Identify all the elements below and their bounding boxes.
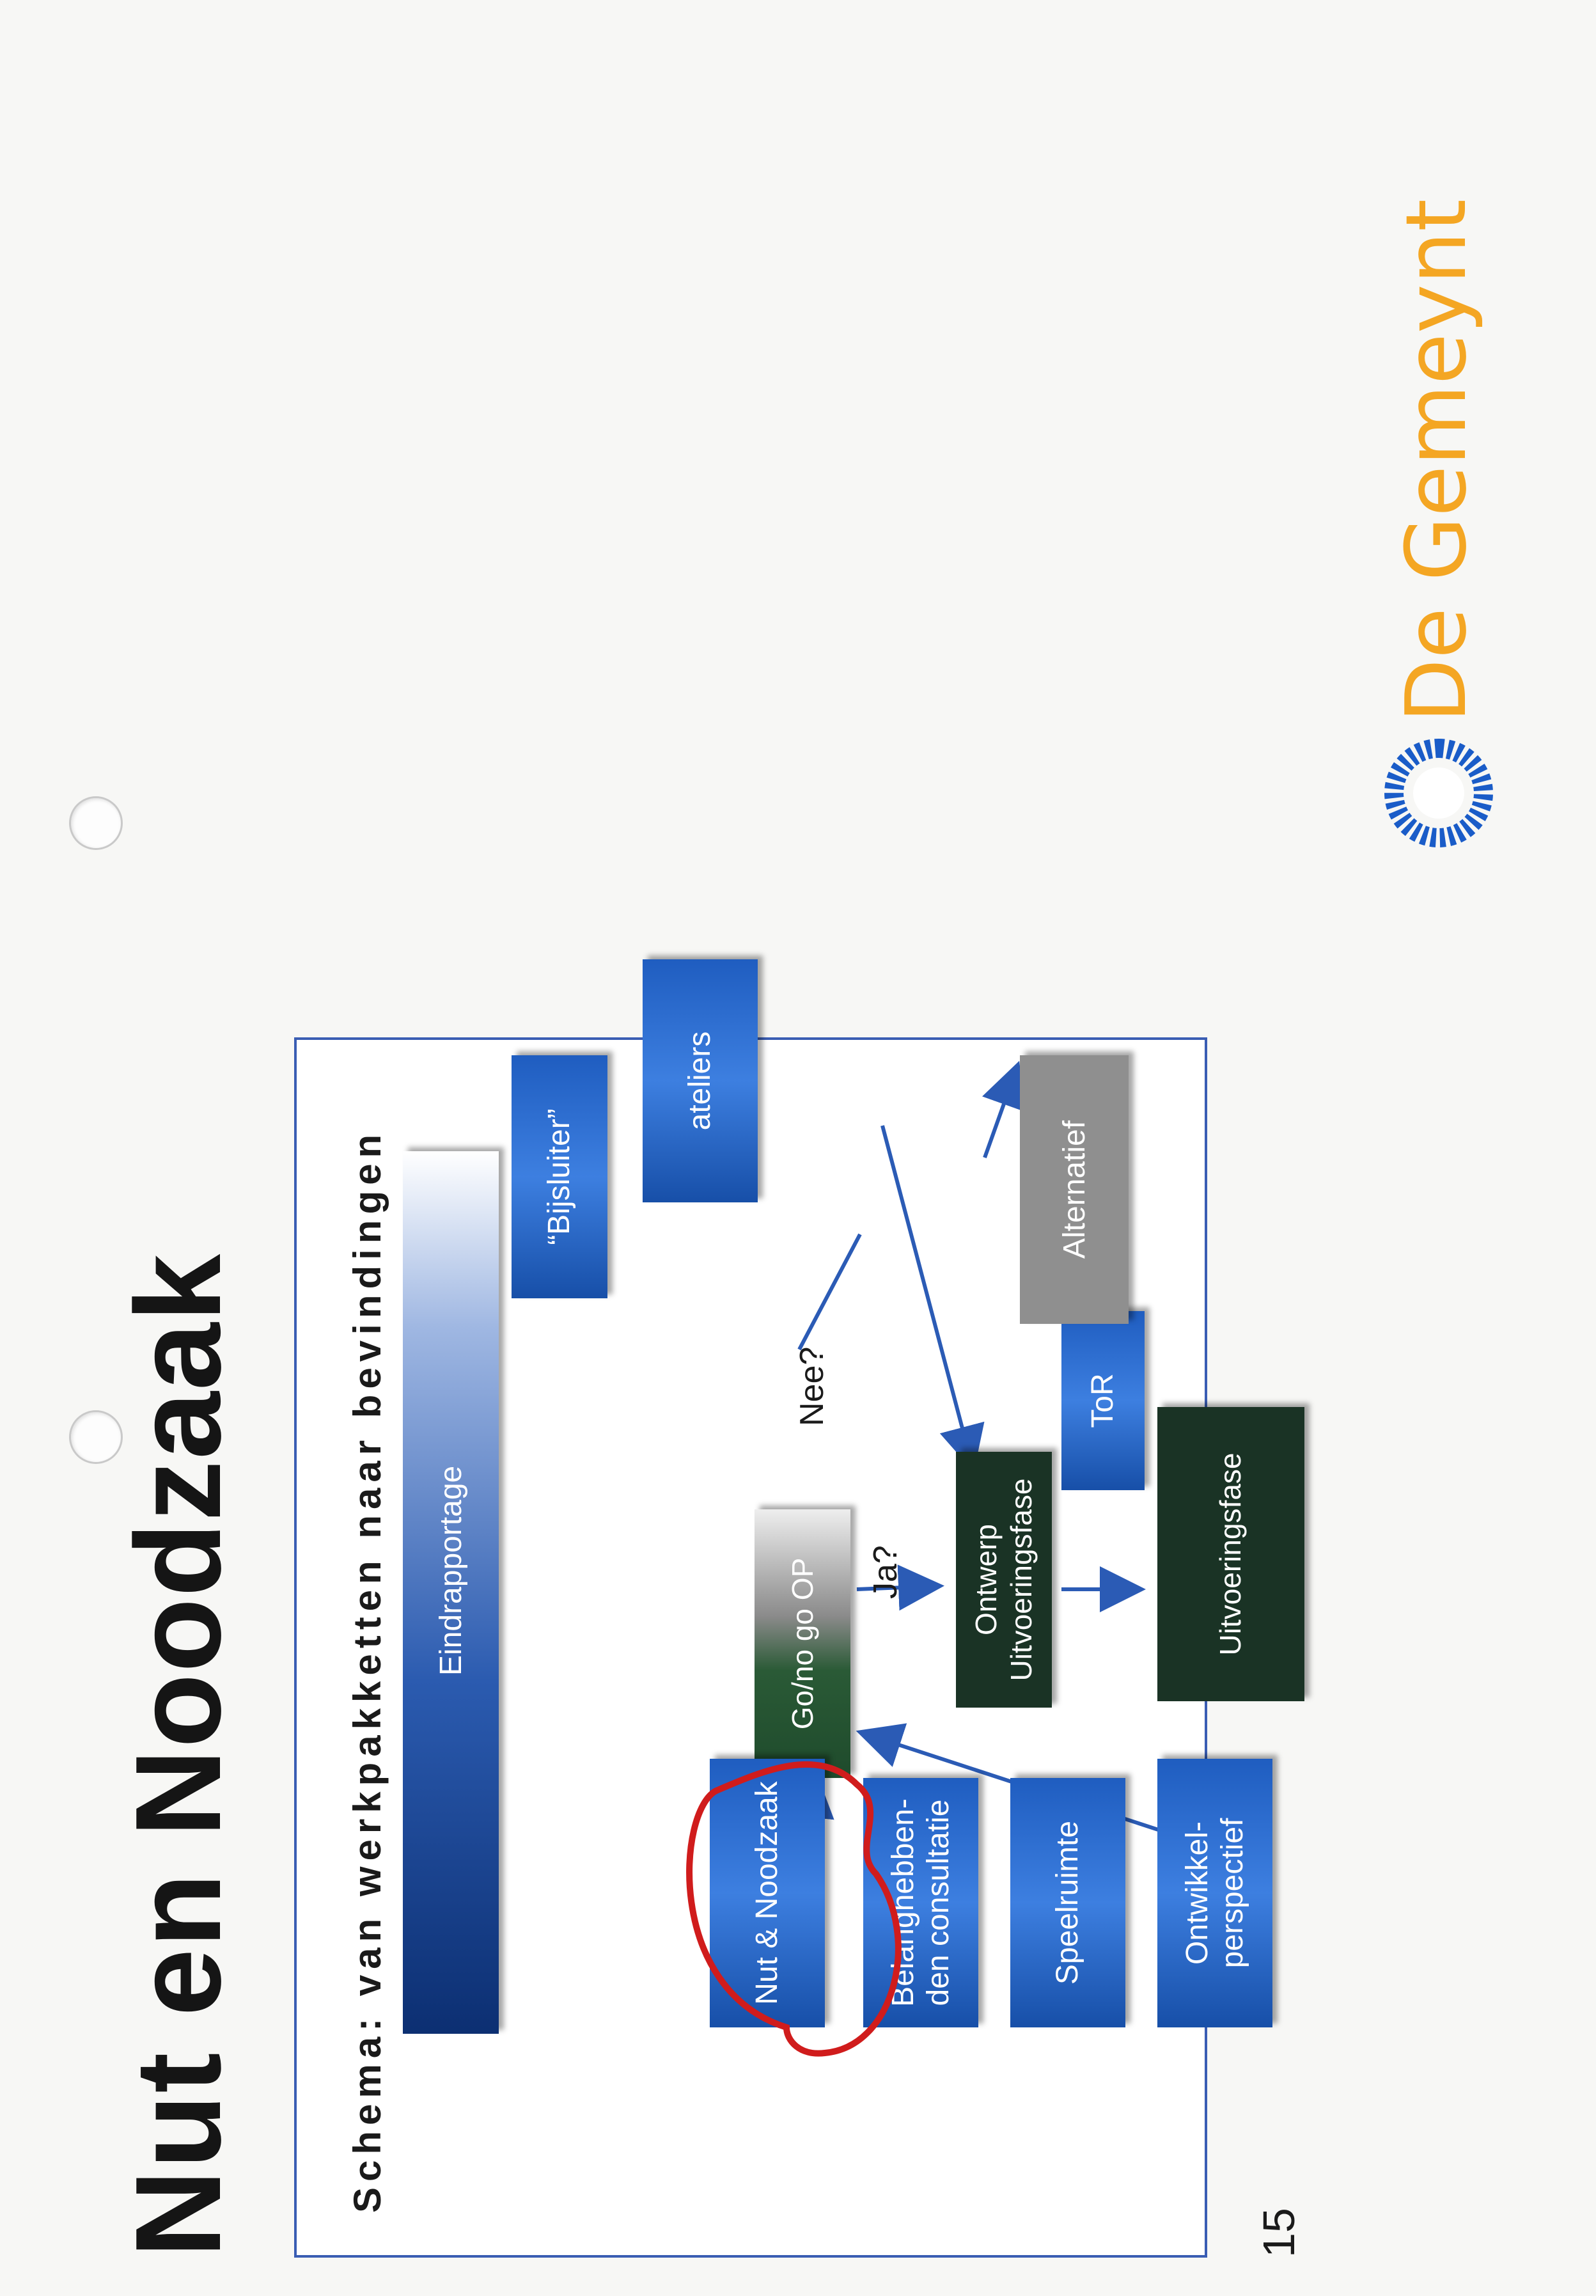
punch-hole-top — [69, 796, 123, 850]
logo-text: De Gemeynt — [1388, 198, 1485, 723]
line-nee — [797, 1233, 862, 1351]
red-annotation-circle — [686, 1761, 902, 2057]
arrow-ja — [856, 1564, 944, 1611]
arrow-ateliers-to-ontwerp — [880, 1125, 985, 1472]
punch-hole-bottom — [69, 1410, 123, 1464]
logo-mark-icon — [1384, 739, 1493, 847]
slide: Nut en Noodzaak Schema: van werkpakkette… — [90, 109, 1596, 2296]
page-number: 15 — [1254, 2208, 1304, 2258]
arrow-to-alternatief — [982, 1060, 1026, 1159]
